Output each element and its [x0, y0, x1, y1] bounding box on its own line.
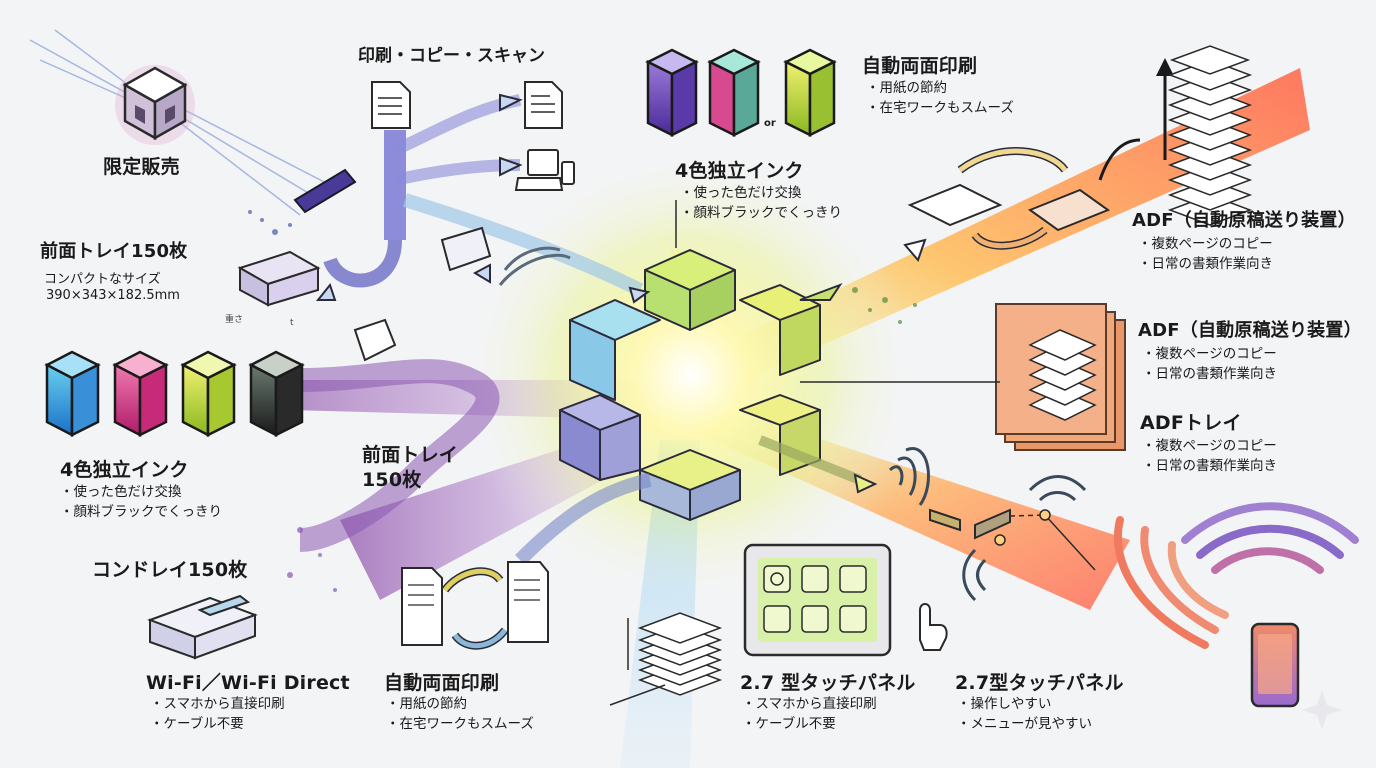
ink-top-item-2: 顔料ブラックでくっきり	[680, 203, 843, 223]
front-tray-top-title: 前面トレイ150枚	[40, 241, 188, 262]
arrow-duplex-bottom-inner	[443, 568, 503, 592]
ink-left-item-1: 使った色だけ交換	[60, 482, 222, 502]
panel-bottom-mid-item-2: ケーブル不要	[742, 714, 877, 734]
duplex-top-item-1: 用紙の節約	[866, 78, 1014, 98]
duplex-bottom-item-1: 用紙の節約	[386, 694, 534, 714]
adf-tray-list: 複数ページのコピー 日常の書類作業向き	[1142, 436, 1278, 476]
printer-icon	[440, 226, 492, 272]
scanner-nozzle	[293, 168, 357, 214]
arrow-up-stack-head	[1156, 58, 1174, 76]
flow-arrows	[315, 93, 927, 494]
antenna-device	[929, 508, 1096, 571]
wifi-item-1: スマホから直接印刷	[150, 694, 285, 714]
duplex-bottom-list: 用紙の節約 在宅ワークもスムーズ	[386, 694, 534, 734]
ink-top-or: or	[764, 118, 776, 129]
adf-tray-item-1: 複数ページのコピー	[1142, 436, 1277, 456]
duplex-top-list: 用紙の節約 在宅ワークもスムーズ	[866, 78, 1014, 118]
laptop-icon	[514, 149, 575, 191]
wifi-list: スマホから直接印刷 ケーブル不要	[150, 694, 285, 734]
pipe-right-1	[758, 435, 862, 485]
panel-bottom-mid-title: 2.7 型タッチパネル	[740, 672, 916, 694]
paper-stack-icon-top	[1167, 45, 1253, 226]
adf-mid-item-1: 複数ページのコピー	[1142, 344, 1277, 364]
adf-mid-title: ADF（自動原稿送り装置）	[1138, 320, 1362, 341]
adf-top-item-2: 日常の書類作業向き	[1138, 254, 1274, 274]
limited-label: 限定販売	[103, 156, 180, 178]
ink-cartridge-icon-black	[248, 350, 305, 438]
ink-cartridge-icon-lime	[783, 48, 837, 138]
paper-stack-icon-bottom	[637, 612, 723, 696]
wifi-icon-mid	[888, 447, 930, 506]
duplex-top-title: 自動両面印刷	[862, 55, 978, 77]
arrow-duplex-bottom-2-inner	[452, 628, 507, 649]
ink-cartridge-icon-yellow	[180, 350, 237, 438]
adf-mid-item-2: 日常の書類作業向き	[1142, 364, 1278, 384]
ink-cartridge-icon-cyan	[44, 350, 101, 438]
front-tray-mid-label: 前面トレイ 150枚	[362, 443, 458, 493]
panel-bottom-right-list: 操作しやすい メニューが見やすい	[957, 694, 1093, 734]
sparkle-icon	[1302, 690, 1342, 730]
front-tray-mid-line1: 前面トレイ	[362, 444, 459, 466]
con-tray-printer-icon	[147, 594, 258, 660]
ink-cartridges-left	[44, 350, 305, 438]
ink-top-title: 4色独立インク	[675, 160, 804, 182]
pipe-purple	[299, 359, 500, 552]
front-tray-mid-line2: 150枚	[362, 469, 422, 491]
wifi-title: Wi-Fi／Wi-Fi Direct	[146, 672, 350, 694]
con-tray-label: コンドレイ150枚	[92, 559, 248, 581]
ink-left-title: 4色独立インク	[60, 459, 189, 481]
wifi-icon-small	[962, 475, 1087, 602]
adf-documents	[907, 183, 1111, 232]
compact-printer-icon	[237, 250, 321, 307]
panel-bottom-right-item-2: メニューが見やすい	[957, 714, 1093, 734]
panel-bottom-right-item-1: 操作しやすい	[957, 694, 1092, 714]
ink-left-list: 使った色だけ交換 顔料ブラックでくっきり	[60, 482, 223, 522]
ink-cartridge-icon-purple	[645, 48, 699, 138]
duplex-documents-bottom	[401, 561, 549, 646]
connector-icon	[353, 318, 397, 362]
print-copy-scan-label: 印刷・コピー・スキャン	[358, 46, 545, 66]
front-tray-top-sub2: 390×343×182.5mm	[46, 288, 180, 303]
smartphone-icon	[1250, 622, 1300, 708]
adf-top-item-1: 複数ページのコピー	[1138, 234, 1273, 254]
dimension-hint-b: t	[290, 318, 294, 328]
tablet-panel-icon	[743, 543, 892, 657]
wifi-icon-large	[1113, 502, 1359, 649]
duplex-bottom-item-2: 在宅ワークもスムーズ	[386, 714, 534, 734]
document-icon-2	[524, 81, 563, 129]
adf-top-title: ADF（自動原稿送り装置）	[1132, 210, 1356, 231]
arrow-curve-adf-1-inner	[958, 148, 1067, 173]
pipe-branch-3	[402, 193, 644, 297]
ink-cartridge-icon-teal-magenta	[707, 48, 761, 138]
ink-top-list: 使った色だけ交換 顔料ブラックでくっきり	[680, 183, 843, 223]
pipe-lower-center	[515, 473, 652, 565]
ink-top-item-1: 使った色だけ交換	[680, 183, 842, 203]
adf-panel-icon	[995, 303, 1126, 451]
adf-tray-title: ADFトレイ	[1140, 412, 1242, 434]
dimension-arrow-h	[609, 684, 666, 706]
wifi-icon-center	[498, 246, 571, 286]
ink-left-item-2: 顔料ブラックでくっきり	[60, 502, 223, 522]
document-icon	[371, 81, 411, 129]
panel-bottom-right-title: 2.7型タッチパネル	[955, 672, 1124, 694]
adf-top-list: 複数ページのコピー 日常の書類作業向き	[1138, 234, 1274, 274]
ink-cartridge-icon-magenta	[112, 350, 169, 438]
dimension-hint-a: 重さ	[225, 315, 244, 325]
duplex-top-item-2: 在宅ワークもスムーズ	[866, 98, 1014, 118]
adf-mid-list: 複数ページのコピー 日常の書類作業向き	[1142, 344, 1278, 384]
arrow-curve-adf-2-inner	[972, 228, 1047, 249]
adf-tray-item-2: 日常の書類作業向き	[1142, 456, 1278, 476]
front-tray-top-sub1: コンパクトなサイズ	[44, 272, 161, 287]
panel-bottom-mid-item-1: スマホから直接印刷	[742, 694, 877, 714]
limited-cube-icon	[29, 29, 331, 216]
pipe-left-curve	[323, 239, 402, 288]
duplex-bottom-title: 自動両面印刷	[384, 672, 500, 694]
arrow-curve-black	[1098, 138, 1141, 181]
panel-bottom-mid-list: スマホから直接印刷 ケーブル不要	[742, 694, 877, 734]
hand-pointer-icon	[919, 603, 948, 651]
wifi-item-2: ケーブル不要	[150, 714, 285, 734]
ink-cartridges-top	[645, 48, 837, 138]
decorative-dots	[248, 210, 917, 592]
